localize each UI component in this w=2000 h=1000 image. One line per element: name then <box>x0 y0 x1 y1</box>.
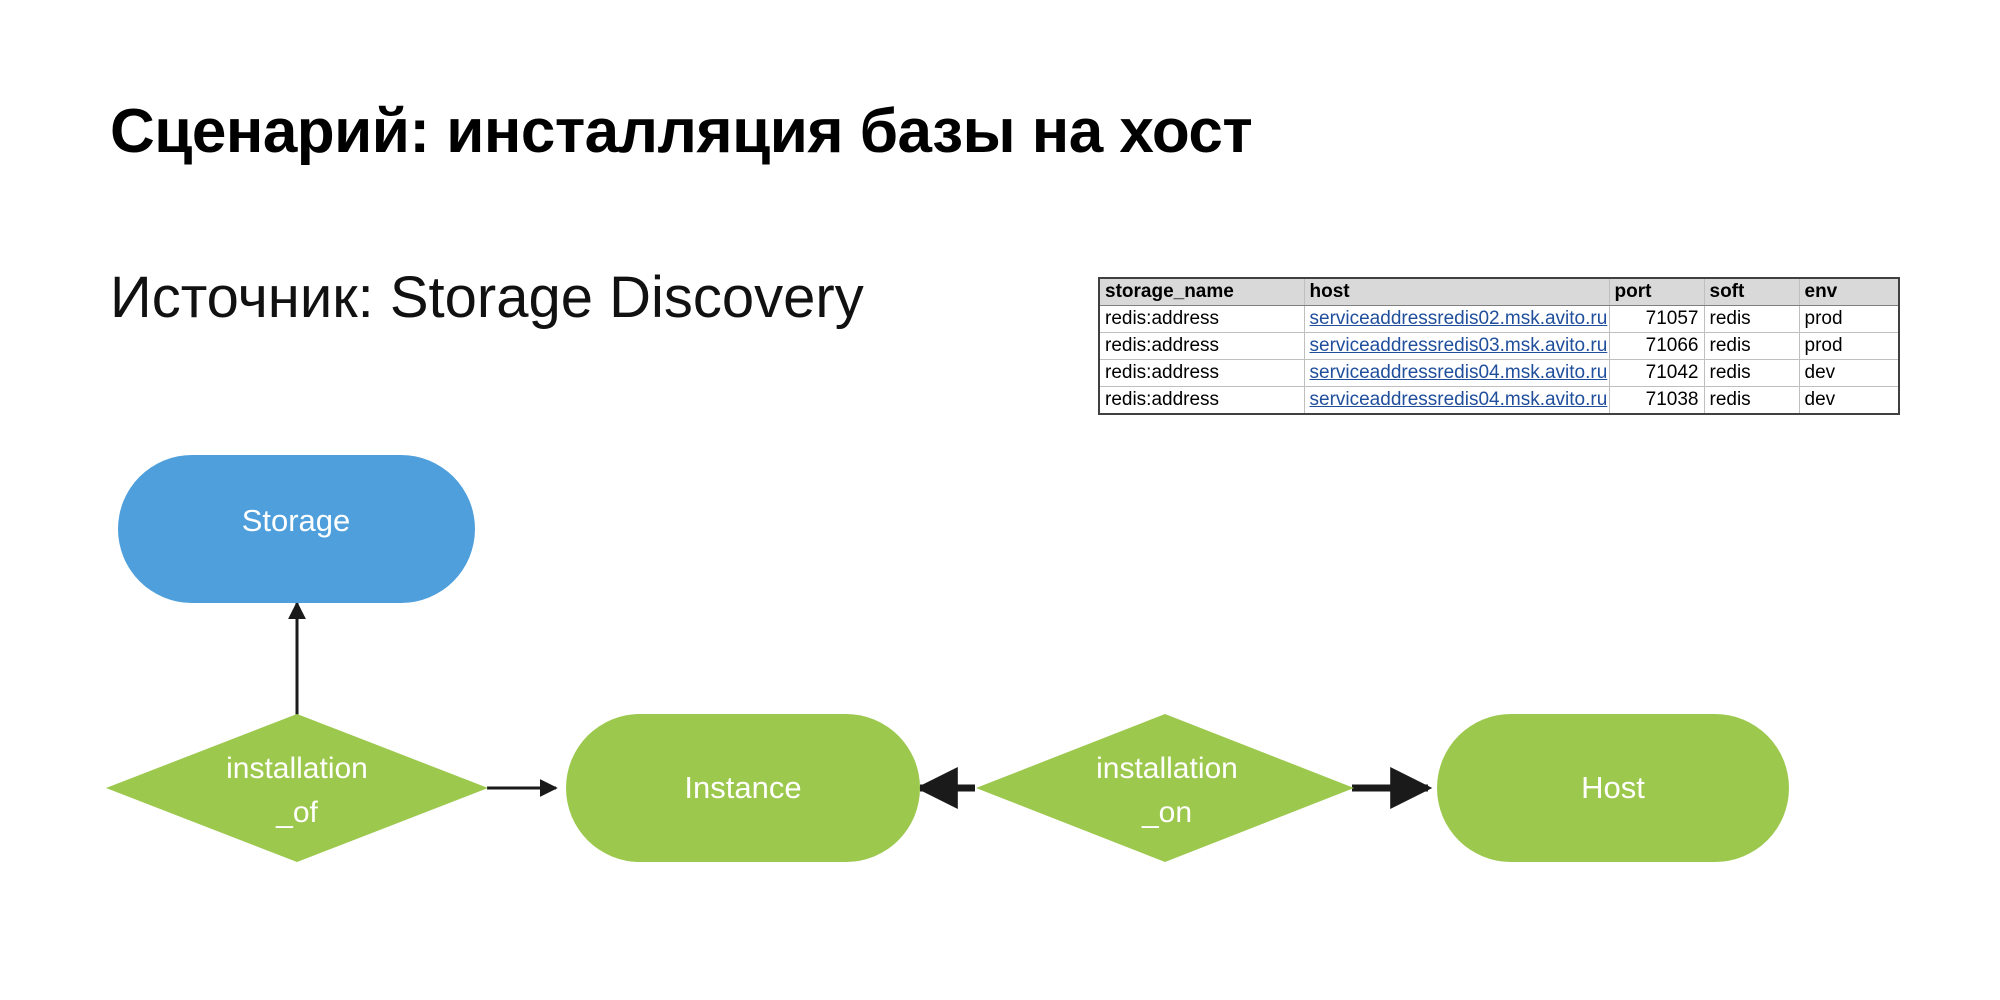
table-row: redis:address serviceaddressredis04.msk.… <box>1098 359 1900 387</box>
cell-storage-name: redis:address <box>1098 332 1305 360</box>
host-link[interactable]: serviceaddressredis04.msk.avito.ru <box>1309 389 1608 410</box>
port-value: 71057 <box>1645 308 1699 329</box>
column-header-port: port <box>1608 277 1705 306</box>
node-installation-of-label-line1: installation <box>226 752 368 785</box>
cell-host: serviceaddressredis04.msk.avito.ru <box>1303 386 1610 415</box>
cell-storage-name: redis:address <box>1098 359 1305 387</box>
cell-port: 71042 <box>1608 359 1705 387</box>
port-value: 71042 <box>1645 362 1699 383</box>
storage-discovery-table: storage_name host port soft env redis:ad… <box>1098 277 1900 415</box>
column-header-host: host <box>1303 277 1610 306</box>
host-link[interactable]: serviceaddressredis02.msk.avito.ru <box>1309 308 1608 329</box>
node-instance[interactable]: Instance <box>566 714 920 862</box>
cell-soft: redis <box>1703 386 1800 415</box>
cell-env: prod <box>1798 332 1900 360</box>
cell-env: prod <box>1798 305 1900 333</box>
table-row: redis:address serviceaddressredis03.msk.… <box>1098 332 1900 360</box>
cell-host: serviceaddressredis04.msk.avito.ru <box>1303 359 1610 387</box>
column-header-storage-name: storage_name <box>1098 277 1305 306</box>
table-row: redis:address serviceaddressredis04.msk.… <box>1098 386 1900 415</box>
host-link[interactable]: serviceaddressredis03.msk.avito.ru <box>1309 335 1608 356</box>
cell-env: dev <box>1798 359 1900 387</box>
page-title: Сценарий: инсталляция базы на хост <box>110 97 1253 166</box>
column-header-soft: soft <box>1703 277 1800 306</box>
cell-host: serviceaddressredis03.msk.avito.ru <box>1303 332 1610 360</box>
port-value: 71066 <box>1645 335 1699 356</box>
page-subtitle: Источник: Storage Discovery <box>110 265 864 330</box>
node-installation-on[interactable]: installation _on <box>976 714 1354 862</box>
table-header-row: storage_name host port soft env <box>1098 277 1900 306</box>
node-installation-on-label-line1: installation <box>1096 752 1238 785</box>
node-host[interactable]: Host <box>1437 714 1789 862</box>
node-host-label: Host <box>1581 770 1645 805</box>
node-installation-on-label-line2: _on <box>1141 796 1192 829</box>
cell-soft: redis <box>1703 359 1800 387</box>
column-header-env: env <box>1798 277 1900 306</box>
cell-soft: redis <box>1703 332 1800 360</box>
node-instance-label: Instance <box>684 770 801 805</box>
table: storage_name host port soft env redis:ad… <box>1098 277 1900 415</box>
cell-storage-name: redis:address <box>1098 386 1305 415</box>
cell-storage-name: redis:address <box>1098 305 1305 333</box>
node-installation-of-label-line2: _of <box>275 796 318 829</box>
cell-env: dev <box>1798 386 1900 415</box>
node-storage[interactable]: Storage <box>118 455 475 603</box>
cell-port: 71038 <box>1608 386 1705 415</box>
cell-soft: redis <box>1703 305 1800 333</box>
port-value: 71038 <box>1645 389 1699 410</box>
cell-port: 71057 <box>1608 305 1705 333</box>
node-storage-label: Storage <box>242 503 351 538</box>
node-installation-of[interactable]: installation _of <box>106 714 488 862</box>
cell-host: serviceaddressredis02.msk.avito.ru <box>1303 305 1610 333</box>
cell-port: 71066 <box>1608 332 1705 360</box>
host-link[interactable]: serviceaddressredis04.msk.avito.ru <box>1309 362 1608 383</box>
table-row: redis:address serviceaddressredis02.msk.… <box>1098 305 1900 333</box>
